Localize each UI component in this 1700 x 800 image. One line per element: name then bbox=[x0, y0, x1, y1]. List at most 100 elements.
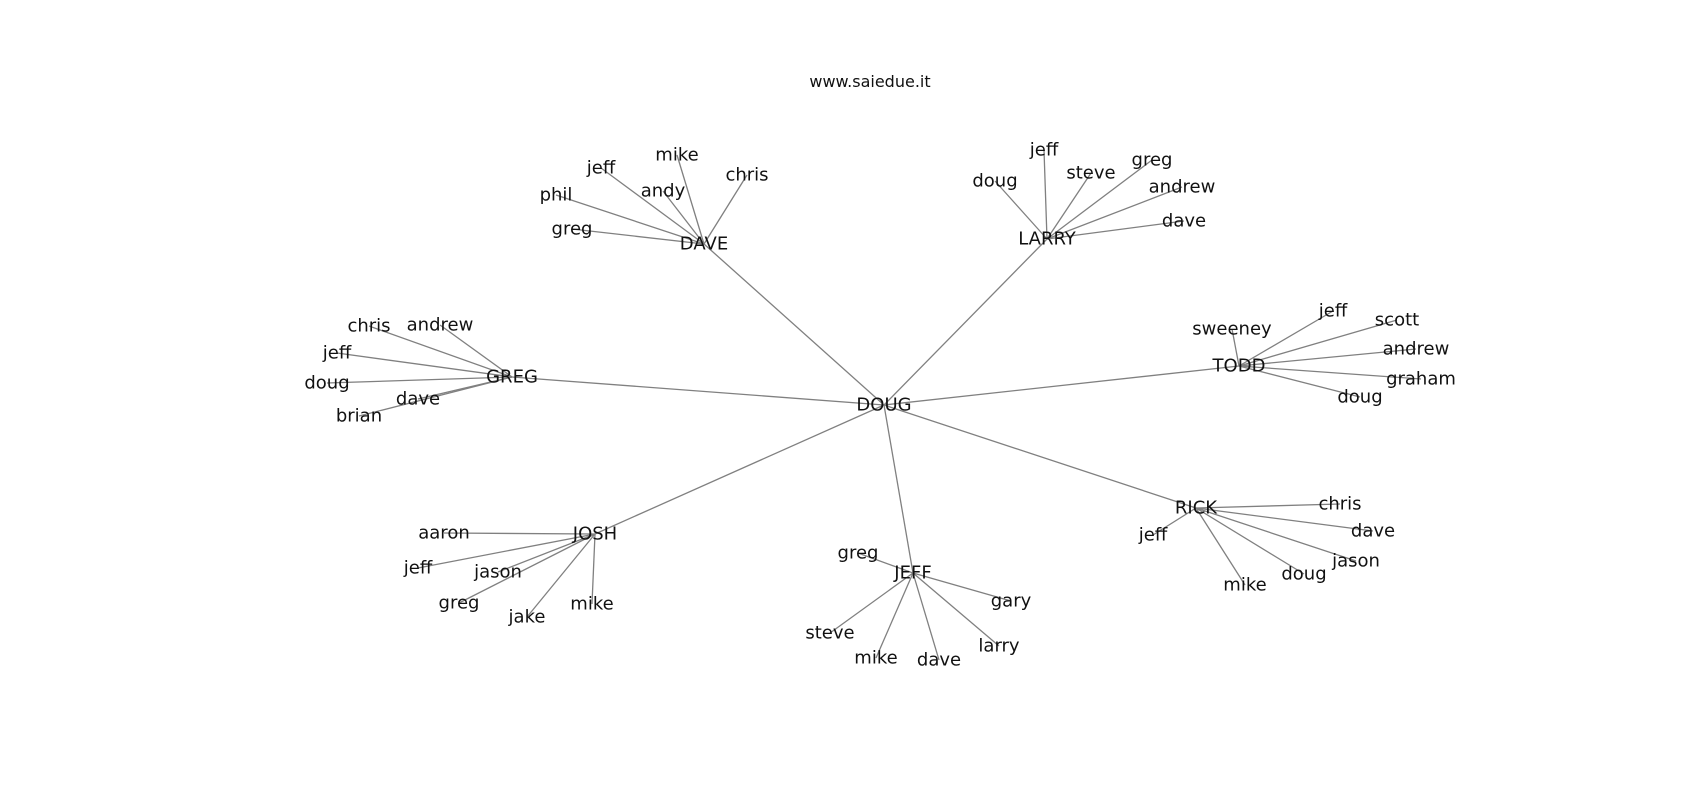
labels-layer: DOUGDAVEgregphiljeffandymikechrisLARRYdo… bbox=[304, 140, 1456, 671]
edge-todd-sweeney bbox=[1231, 328, 1240, 367]
root-node-label: DOUG bbox=[856, 395, 911, 416]
edge-dave-phil bbox=[555, 194, 705, 245]
edge-larry-jeff bbox=[1043, 149, 1048, 240]
leaf-node-label-todd-jeff: jeff bbox=[1318, 301, 1348, 322]
hub-node-label-larry: LARRY bbox=[1018, 229, 1077, 250]
leaf-node-label-rick-chris: chris bbox=[1318, 494, 1361, 515]
leaf-node-label-dave-jeff: jeff bbox=[586, 158, 616, 179]
edge-rick-mike bbox=[1195, 507, 1246, 586]
edge-rick-chris bbox=[1195, 503, 1341, 509]
leaf-node-label-greg-jeff: jeff bbox=[322, 343, 352, 364]
edge-jeff-mike bbox=[875, 572, 914, 659]
leaf-node-label-todd-sweeney: sweeney bbox=[1192, 319, 1272, 340]
edge-jeff-larry bbox=[912, 572, 1000, 647]
hub-node-label-greg: GREG bbox=[486, 367, 538, 388]
leaf-node-label-greg-chris: chris bbox=[347, 316, 390, 337]
edge-root-jeff bbox=[883, 404, 914, 574]
leaf-node-label-dave-chris: chris bbox=[725, 165, 768, 186]
leaf-node-label-josh-greg: greg bbox=[439, 593, 480, 614]
edge-greg-chris bbox=[368, 325, 513, 378]
hub-node-label-josh: JOSH bbox=[572, 524, 617, 545]
leaf-node-label-greg-brian: brian bbox=[336, 406, 382, 427]
leaf-node-label-larry-steve: steve bbox=[1066, 163, 1115, 184]
edge-josh-jason bbox=[497, 533, 596, 573]
edges-layer bbox=[326, 149, 1422, 661]
edge-dave-chris bbox=[703, 174, 748, 245]
edge-greg-andrew bbox=[439, 324, 513, 378]
edge-josh-jake bbox=[526, 533, 596, 618]
edge-root-larry bbox=[883, 238, 1048, 406]
watermark: www.saiedue.it bbox=[809, 72, 931, 91]
edge-todd-doug bbox=[1238, 365, 1361, 398]
edge-jeff-greg bbox=[857, 552, 914, 574]
edge-larry-andrew bbox=[1046, 186, 1183, 240]
edge-josh-jeff bbox=[417, 533, 596, 569]
leaf-node-label-greg-doug: doug bbox=[304, 373, 349, 394]
hub-node-label-rick: RICK bbox=[1175, 498, 1218, 519]
leaf-node-label-larry-greg: greg bbox=[1132, 150, 1173, 171]
hub-node-label-todd: TODD bbox=[1212, 356, 1266, 377]
edge-greg-doug bbox=[326, 376, 513, 384]
leaf-node-label-jeff-steve: steve bbox=[805, 623, 854, 644]
edge-rick-jeff bbox=[1152, 507, 1197, 536]
edge-larry-greg bbox=[1046, 159, 1153, 240]
leaf-node-label-dave-phil: phil bbox=[540, 185, 573, 206]
edge-root-dave bbox=[703, 243, 885, 406]
leaf-node-label-josh-jeff: jeff bbox=[403, 558, 433, 579]
edge-jeff-dave bbox=[912, 572, 940, 661]
leaf-node-label-larry-andrew: andrew bbox=[1149, 177, 1216, 198]
edge-dave-andy bbox=[662, 190, 705, 245]
edge-dave-mike bbox=[676, 154, 705, 245]
leaf-node-label-greg-dave: dave bbox=[396, 389, 440, 410]
edge-todd-graham bbox=[1238, 365, 1422, 380]
leaf-node-label-todd-scott: scott bbox=[1375, 310, 1419, 331]
leaf-node-label-rick-mike: mike bbox=[1223, 575, 1266, 596]
edge-josh-greg bbox=[458, 533, 596, 604]
edge-greg-brian bbox=[358, 376, 513, 417]
leaf-node-label-jeff-dave: dave bbox=[917, 650, 961, 671]
leaf-node-label-todd-graham: graham bbox=[1386, 369, 1456, 390]
leaf-node-label-josh-jason: jason bbox=[473, 562, 522, 583]
edge-jeff-steve bbox=[829, 572, 914, 634]
leaf-node-label-dave-greg: greg bbox=[552, 219, 593, 240]
edge-larry-dave bbox=[1046, 220, 1185, 240]
leaf-node-label-jeff-greg: greg bbox=[838, 543, 879, 564]
edge-root-josh bbox=[594, 404, 885, 535]
edge-todd-scott bbox=[1238, 319, 1398, 367]
leaf-node-label-dave-mike: mike bbox=[655, 145, 698, 166]
edge-rick-jason bbox=[1195, 507, 1357, 562]
edge-dave-jeff bbox=[600, 167, 705, 245]
leaf-node-label-rick-doug: doug bbox=[1281, 564, 1326, 585]
leaf-node-label-larry-doug: doug bbox=[972, 171, 1017, 192]
leaf-node-label-todd-andrew: andrew bbox=[1383, 339, 1450, 360]
edge-root-greg bbox=[511, 376, 885, 406]
leaf-node-label-larry-jeff: jeff bbox=[1029, 140, 1059, 161]
leaf-node-label-jeff-gary: gary bbox=[991, 591, 1032, 612]
edge-dave-greg bbox=[571, 228, 705, 245]
edge-root-todd bbox=[883, 365, 1240, 406]
leaf-node-label-josh-aaron: aaron bbox=[418, 523, 470, 544]
leaf-node-label-dave-andy: andy bbox=[641, 181, 686, 202]
leaf-node-label-josh-jake: jake bbox=[508, 607, 546, 628]
hub-node-label-jeff: JEFF bbox=[893, 563, 931, 584]
edge-rick-doug bbox=[1195, 507, 1305, 575]
edge-larry-steve bbox=[1046, 172, 1092, 240]
leaf-node-label-rick-dave: dave bbox=[1351, 521, 1395, 542]
leaf-node-label-jeff-mike: mike bbox=[854, 648, 897, 669]
edge-josh-aaron bbox=[443, 532, 596, 535]
leaf-node-label-rick-jason: jason bbox=[1331, 551, 1380, 572]
leaf-node-label-todd-doug: doug bbox=[1337, 387, 1382, 408]
leaf-node-label-rick-jeff: jeff bbox=[1138, 525, 1168, 546]
edge-josh-mike bbox=[591, 533, 596, 605]
edge-larry-doug bbox=[994, 180, 1048, 240]
leaf-node-label-jeff-larry: larry bbox=[978, 636, 1020, 657]
leaf-node-label-josh-mike: mike bbox=[570, 594, 613, 615]
leaf-node-label-larry-dave: dave bbox=[1162, 211, 1206, 232]
edge-root-rick bbox=[883, 404, 1197, 509]
edge-greg-jeff bbox=[336, 352, 513, 378]
edge-todd-andrew bbox=[1238, 348, 1417, 367]
edge-jeff-gary bbox=[912, 572, 1012, 602]
leaf-node-label-greg-andrew: andrew bbox=[407, 315, 474, 336]
edge-todd-jeff bbox=[1238, 310, 1334, 367]
